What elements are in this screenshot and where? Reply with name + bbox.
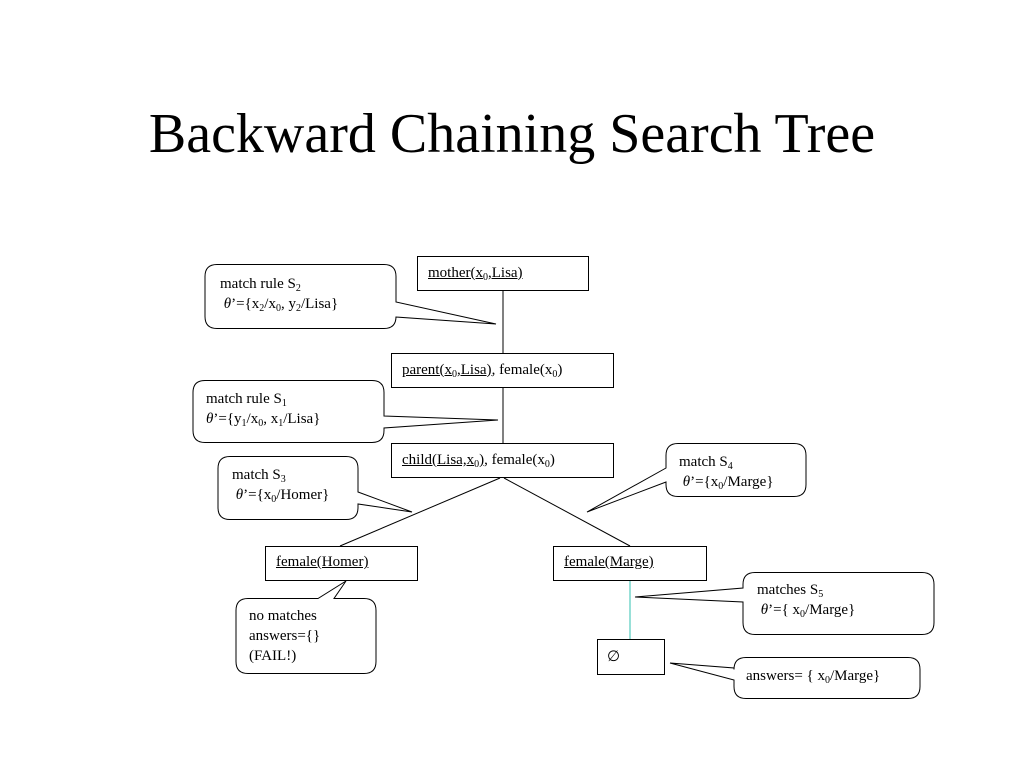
node-female-marge: female(Marge) bbox=[564, 554, 654, 570]
node-parent-box bbox=[391, 353, 614, 388]
callout-match-rule-s2: match rule S2 θ’={x2/x0, y2/Lisa} bbox=[220, 276, 339, 314]
fail-line-2: answers={} bbox=[249, 628, 321, 644]
callout-match-rule-s1: match rule S1 θ’={y1/x0, x1/Lisa} bbox=[206, 391, 321, 429]
node-empty-set: ∅ bbox=[607, 649, 621, 665]
goal-female-2: , female(x0) bbox=[484, 452, 555, 470]
callout-match-s4: match S4 θ’={x0/Marge} bbox=[679, 454, 774, 492]
node-homer-box bbox=[265, 546, 418, 581]
slide-title: Backward Chaining Search Tree bbox=[148, 103, 876, 165]
node-empty-box bbox=[597, 639, 665, 675]
node-mother: mother(x0,Lisa) bbox=[428, 263, 523, 283]
callout-answers: answers= { x0/Marge} bbox=[746, 668, 881, 686]
goal-mother: mother(x0,Lisa) bbox=[428, 265, 523, 283]
fail-line-3: (FAIL!) bbox=[249, 648, 297, 664]
node-female-homer: female(Homer) bbox=[276, 554, 369, 570]
callout-s3-bubble bbox=[217, 456, 413, 520]
node-child: child(Lisa,x0), female(x0) bbox=[402, 450, 555, 470]
goal-child: child(Lisa,x0) bbox=[402, 452, 485, 470]
callout-s4-bubble bbox=[586, 443, 807, 513]
callout-match-s3: match S3 θ’={x0/Homer} bbox=[232, 467, 330, 505]
callout-matches-s5: matches S5 θ’={ x0/Marge} bbox=[757, 582, 856, 620]
callout-no-matches: no matches answers={} (FAIL!) bbox=[249, 606, 320, 666]
callout-answer-bubble bbox=[669, 657, 921, 699]
edge-child-homer bbox=[339, 477, 501, 547]
edge-child-marge bbox=[503, 477, 631, 547]
node-child-box bbox=[391, 443, 614, 478]
node-mother-box bbox=[417, 256, 589, 291]
node-parent: parent(x0,Lisa), female(x0) bbox=[402, 360, 562, 380]
callout-s2-bubble bbox=[204, 264, 497, 329]
fail-line-1: no matches bbox=[249, 608, 317, 624]
node-marge-box bbox=[553, 546, 707, 581]
goal-female-1: , female(x0) bbox=[491, 362, 563, 380]
callout-s1-bubble bbox=[192, 380, 499, 443]
goal-parent: parent(x0,Lisa) bbox=[402, 362, 492, 380]
callout-s5-bubble bbox=[634, 572, 935, 635]
callout-fail-bubble bbox=[235, 580, 377, 674]
